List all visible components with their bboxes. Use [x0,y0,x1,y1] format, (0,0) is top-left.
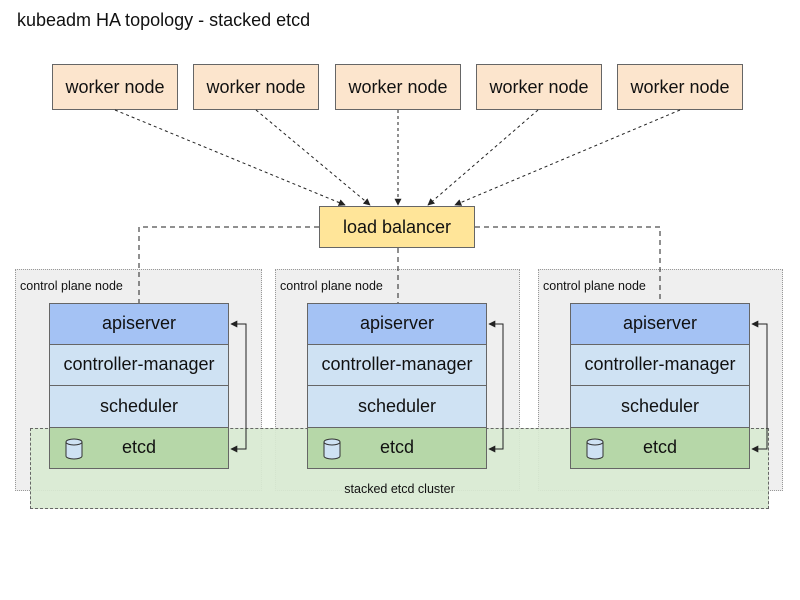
scheduler-box: scheduler [307,386,487,428]
worker-node-3: worker node [335,64,461,110]
control-plane-stack-3: apiserver controller-manager scheduler e… [570,303,750,469]
etcd-label: etcd [642,437,678,458]
scheduler-label: scheduler [99,395,179,416]
controller-manager-label: controller-manager [63,354,215,375]
database-icon [323,438,341,459]
etcd-cluster-label: stacked etcd cluster [344,482,455,496]
etcd-label: etcd [379,437,415,458]
etcd-label: etcd [121,437,157,458]
worker-1-arrow [114,109,346,206]
worker-node-4: worker node [476,64,602,110]
apiserver-box: apiserver [570,303,750,345]
control-plane-stack-2: apiserver controller-manager scheduler e… [307,303,487,469]
scheduler-label: scheduler [620,395,700,416]
apiserver-label: apiserver [101,313,177,334]
worker-5-arrow [454,109,681,206]
worker-node-1: worker node [52,64,178,110]
controller-manager-label: controller-manager [584,354,736,375]
apiserver-box: apiserver [307,303,487,345]
scheduler-box: scheduler [49,386,229,428]
worker-node-2: worker node [193,64,319,110]
apiserver-label: apiserver [359,313,435,334]
controller-manager-box: controller-manager [307,344,487,386]
database-icon [65,438,83,459]
diagram-title: kubeadm HA topology - stacked etcd [17,10,311,30]
etcd-box: etcd [307,427,487,469]
worker-node-5: worker node [617,64,743,110]
controller-manager-box: controller-manager [49,344,229,386]
controller-manager-label: controller-manager [321,354,473,375]
load-balancer: load balancer [319,206,475,248]
etcd-box: etcd [49,427,229,469]
control-plane-node-label: control plane node [20,279,123,293]
scheduler-label: scheduler [357,395,437,416]
controller-manager-box: controller-manager [570,344,750,386]
apiserver-box: apiserver [49,303,229,345]
control-plane-stack-1: apiserver controller-manager scheduler e… [49,303,229,469]
worker-2-arrow [255,109,371,206]
scheduler-box: scheduler [570,386,750,428]
worker-4-arrow [427,109,539,206]
apiserver-label: apiserver [622,313,698,334]
control-plane-node-label: control plane node [543,279,646,293]
control-plane-node-label: control plane node [280,279,383,293]
database-icon [586,438,604,459]
etcd-box: etcd [570,427,750,469]
